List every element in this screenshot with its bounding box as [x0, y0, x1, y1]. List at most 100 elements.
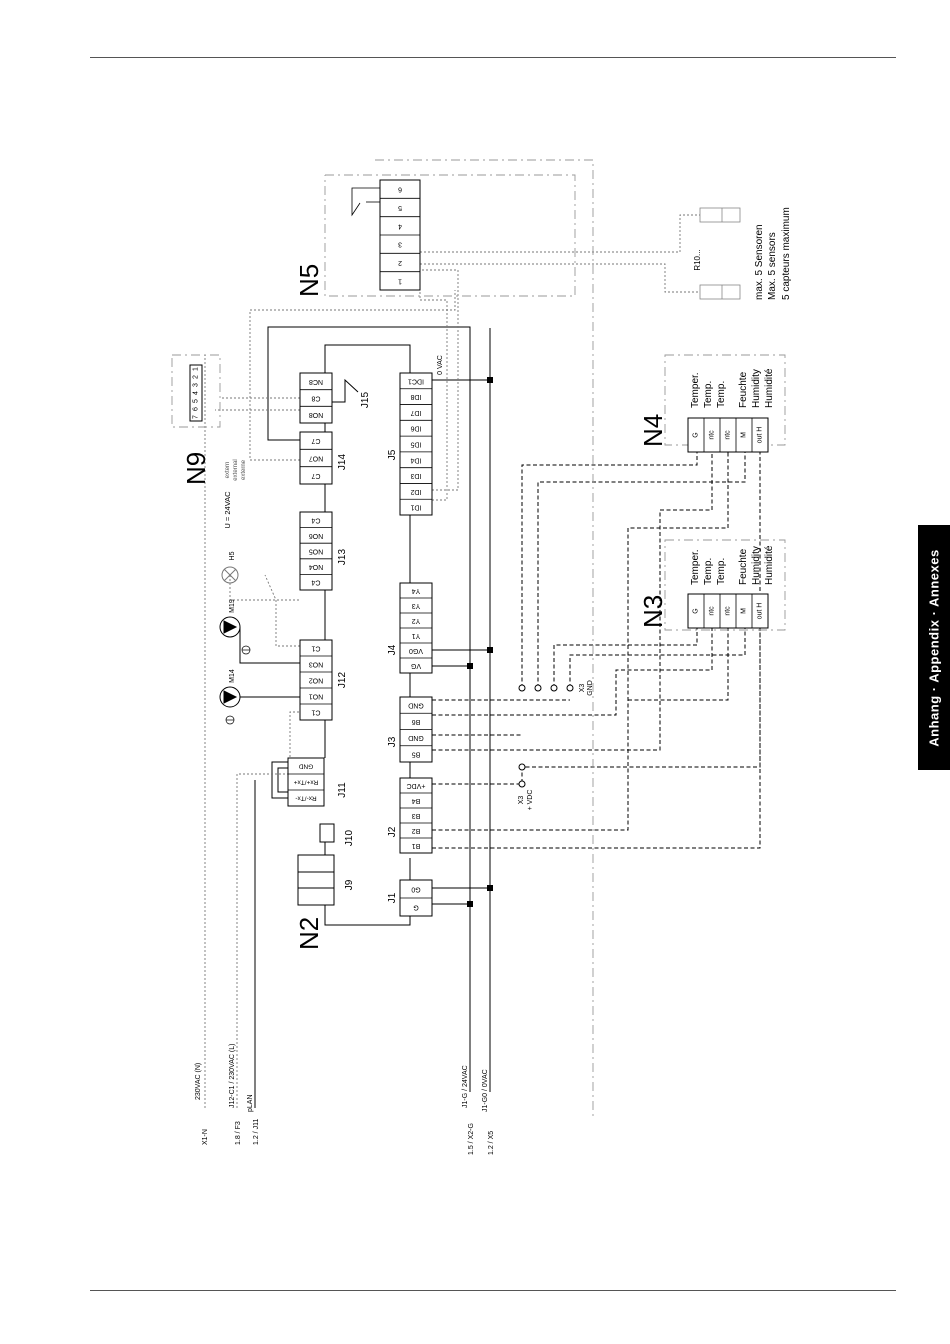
wire-bus-f	[324, 344, 411, 373]
wire-230-l	[236, 711, 300, 1108]
block-j15-terminal: NC8	[309, 378, 323, 385]
module-label-n9: N9	[181, 452, 211, 485]
block-n3-sensor-terminal: out H	[757, 603, 764, 620]
block-j12-terminal: C1	[311, 645, 320, 652]
block-n9-terminal: 7	[193, 415, 200, 419]
wire-sensor-gnd-n3	[553, 628, 698, 688]
connector-label-j15: J15	[360, 392, 371, 409]
wire-label-left: 1.2 / J11	[253, 1119, 260, 1145]
wire-h5	[229, 575, 300, 601]
boundary-right	[375, 159, 594, 1120]
wire-sensor-m-n3	[569, 628, 746, 688]
n4-sensor-text: Humidity	[751, 369, 762, 408]
wire-j5-id2	[420, 269, 459, 491]
block-j5-terminal: ID1	[410, 504, 421, 511]
block-j2-terminal: B2	[412, 827, 421, 834]
n3-sensor-text: Humidity	[751, 546, 762, 585]
n3-sensor-text: Temper.	[690, 549, 701, 585]
block-j5-terminal: ID7	[410, 409, 421, 416]
module-label-n5: N5	[294, 264, 324, 297]
wire-vdc	[432, 628, 761, 785]
block-j13-terminal: NO4	[309, 563, 324, 570]
block-j5-terminal: ID3	[410, 472, 421, 479]
wire-label-right: J12-C1 / 230VAC (L)	[229, 1044, 236, 1108]
component-label-m19: M19	[229, 599, 236, 613]
wire-sensor-gnd-n4	[521, 452, 698, 688]
block-j11-terminal: GND	[298, 763, 313, 770]
block-n9-terminal: 2	[193, 375, 200, 379]
block-n5-terminal: 6	[398, 186, 402, 193]
block-j10	[319, 823, 335, 843]
block-n4-sensor-terminal: ntc	[725, 430, 732, 440]
bottom-rule	[90, 1290, 896, 1291]
n3-sensor-text: Temp.	[703, 558, 714, 585]
block-j1-terminal: G0	[411, 886, 420, 893]
n4-sensor-text: Temp.	[703, 381, 714, 408]
wire-n5-2	[420, 263, 700, 293]
block-j14-terminal: C7	[311, 437, 320, 444]
block-j13-terminal: C4	[311, 579, 320, 586]
block-j4-terminal: Y3	[412, 602, 421, 609]
pump-m14	[219, 686, 241, 725]
block-n5-terminal: 1	[398, 277, 402, 284]
block-j13-terminal: NO6	[309, 532, 324, 539]
label-u24vac: U = 24VAC	[223, 491, 232, 529]
wire-24vac	[432, 903, 471, 1092]
n3-sensor-text: Humidité	[764, 545, 775, 585]
wire-j14-n5	[267, 326, 471, 1092]
wire-j11-plan-b	[277, 767, 288, 793]
block-n5-terminal: 3	[398, 241, 402, 248]
connector-label-j10: J10	[344, 830, 355, 847]
connector-label-j5: J5	[387, 449, 398, 460]
module-label-n4: N4	[638, 414, 668, 447]
top-rule	[90, 57, 896, 58]
label-externe: externe	[241, 459, 247, 480]
wire-n5-3	[420, 214, 700, 253]
block-j5-terminal: ID2	[410, 488, 421, 495]
block-j3-terminal: GND	[408, 702, 424, 709]
side-tab: Anhang · Appendix · Annexes	[918, 525, 950, 770]
label-external: external	[233, 459, 239, 480]
wire-j5-id1	[419, 285, 448, 501]
block-j2-terminal: +VDC	[407, 782, 426, 789]
pump-m19	[219, 616, 251, 655]
connector-label-j1: J1	[387, 892, 398, 903]
wire-label-right: J1-G / 24VAC	[462, 1065, 469, 1108]
block-n3-sensor-terminal: G	[693, 608, 700, 613]
block-j1-terminal: G	[413, 904, 418, 911]
block-j5-terminal: ID8	[410, 393, 421, 400]
component-label-m14: M14	[229, 669, 236, 683]
block-n9-terminal: 1	[193, 367, 200, 371]
label-extern: extern	[225, 462, 231, 479]
component-label-r10: R10...	[693, 249, 702, 270]
connector-label-j12: J12	[337, 672, 348, 689]
connector-label-j2: J2	[387, 826, 398, 837]
n4-sensor-text: Temper.	[690, 372, 701, 408]
block-j3-terminal: GND	[408, 734, 424, 741]
block-j4-terminal: VG0	[409, 647, 423, 654]
wire-label-right: 230VAC (N)	[195, 1063, 202, 1100]
wire-label-left: 1.2 / X5	[488, 1131, 495, 1155]
connector-label-j11: J11	[337, 782, 348, 798]
block-j4-terminal: Y4	[412, 587, 421, 594]
block-n4-sensor-terminal: G	[693, 432, 700, 437]
block-j5-terminal: ID6	[410, 425, 421, 432]
block-j3-terminal: B6	[412, 718, 421, 725]
block-j14-terminal: NO7	[309, 455, 324, 462]
block-j15-terminal: NO8	[309, 411, 324, 418]
connector-label-j3: J3	[387, 736, 398, 747]
label-0vac: 0 VAC	[437, 355, 444, 375]
n4-sensor-text: Feuchte	[738, 371, 749, 408]
block-n5-terminal: 2	[398, 259, 402, 266]
block-j12-terminal: NO3	[309, 661, 324, 668]
block-j3-terminal: B5	[412, 750, 421, 757]
module-label-n2: N2	[294, 917, 324, 950]
